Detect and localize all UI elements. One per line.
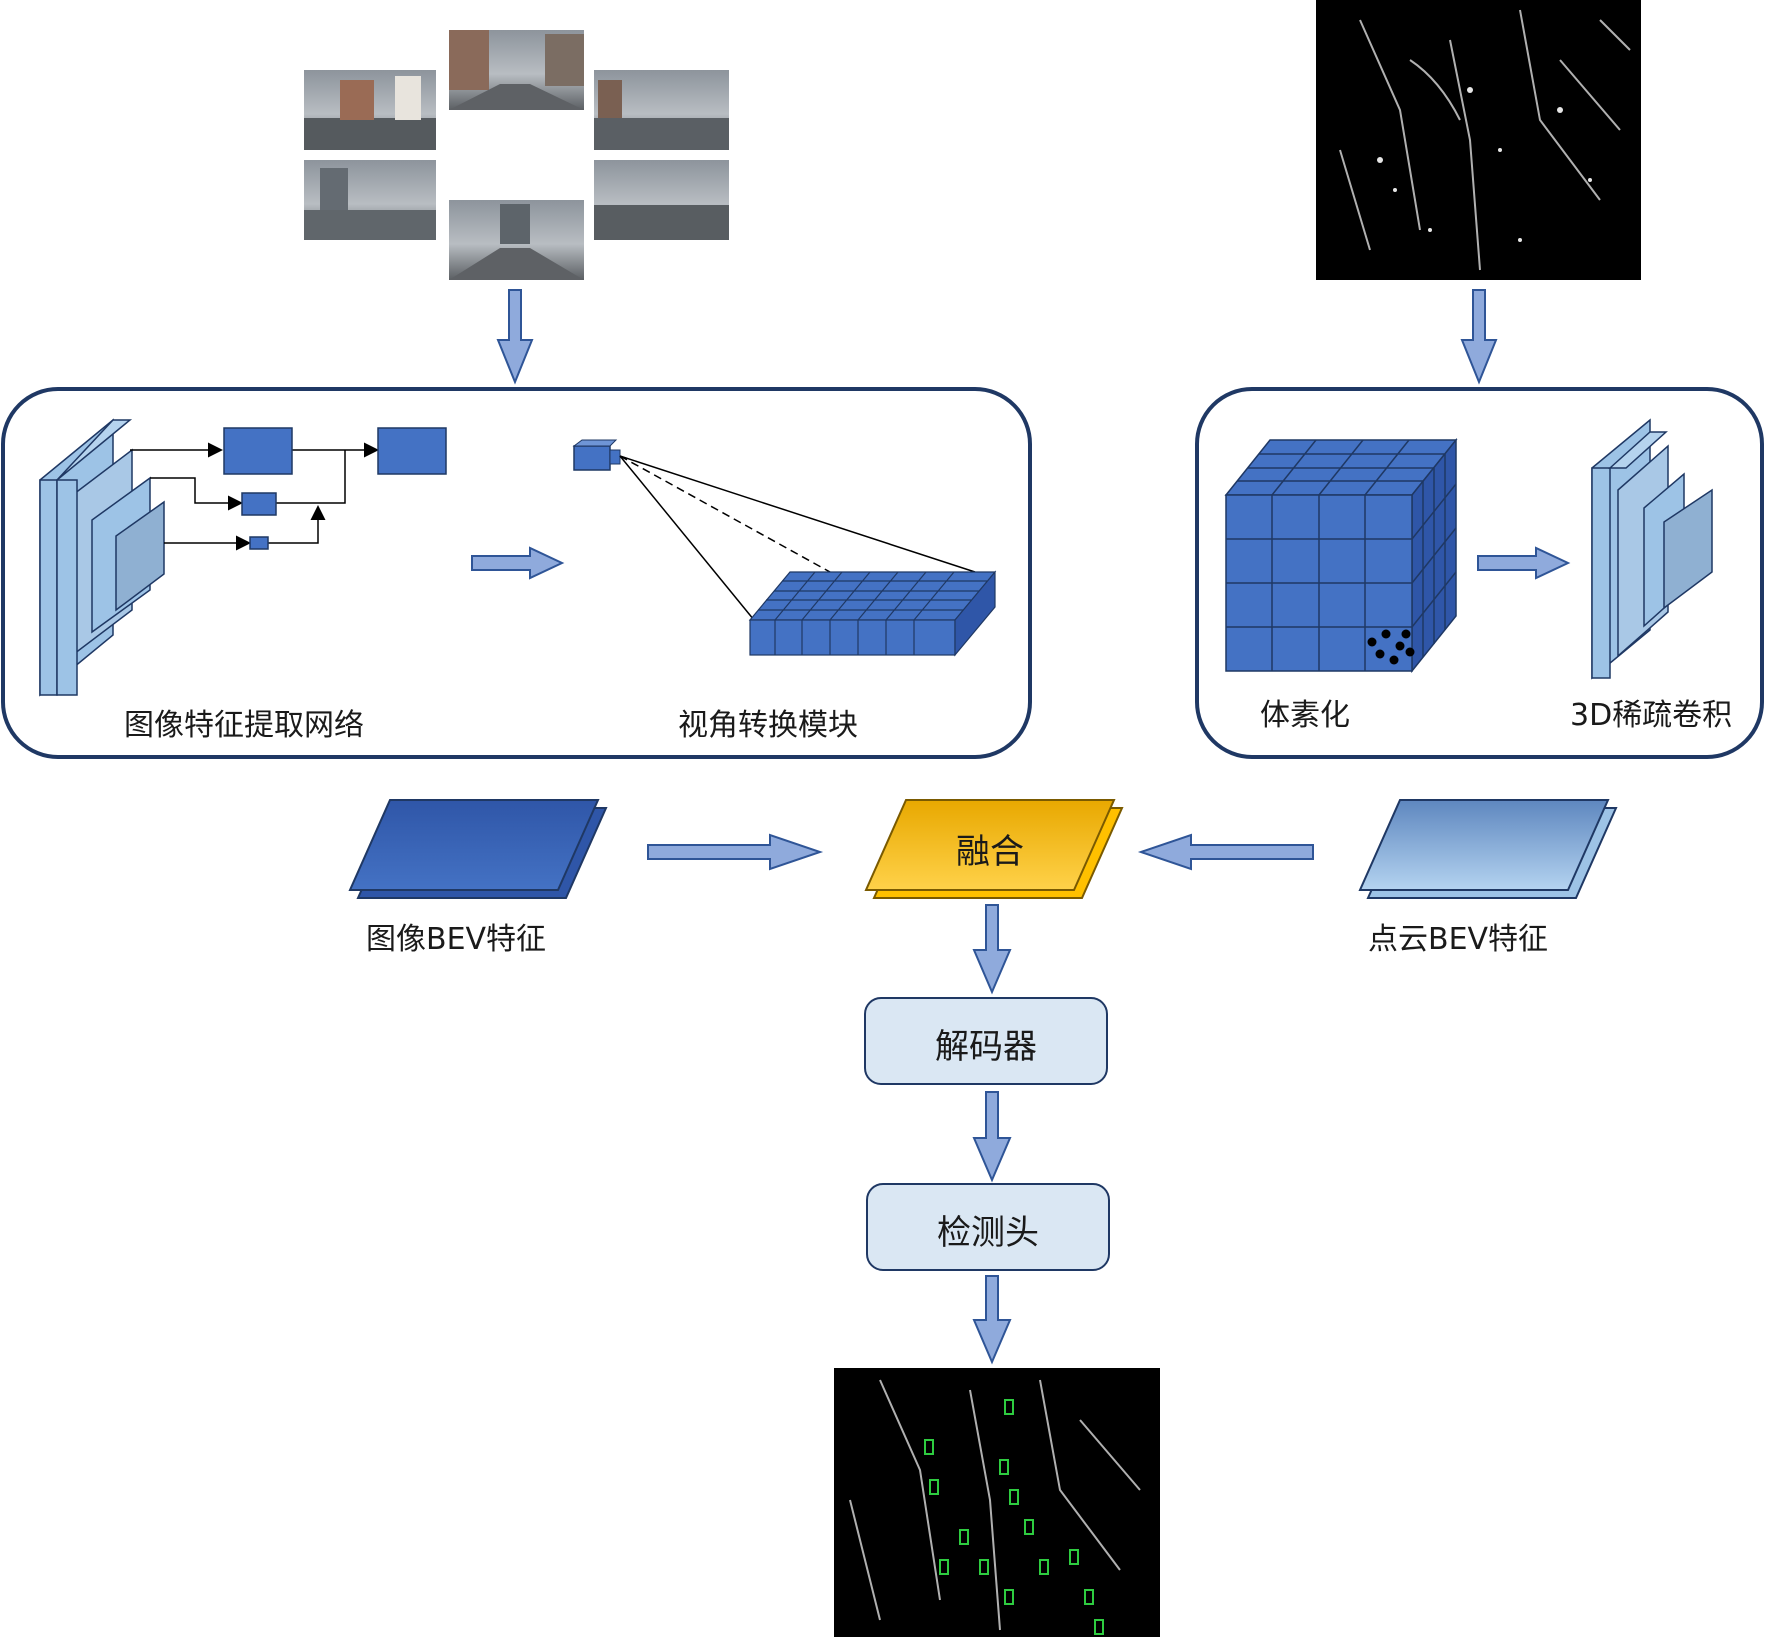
fpn-block-medium — [241, 492, 277, 516]
arrow-decoder-to-head — [972, 1091, 1012, 1183]
camera-images — [304, 30, 729, 280]
fusion-feature — [864, 799, 1124, 899]
arrow-voxel-to-sparse — [1477, 546, 1571, 580]
fpn-block-small — [249, 536, 269, 550]
image-bev-feature — [348, 799, 608, 899]
voxel-cube — [1224, 437, 1458, 674]
camera-image-front-left — [304, 70, 436, 150]
label-detection-head: 检测头 — [937, 1213, 1039, 1253]
camera-branch-panel — [1, 387, 1032, 759]
detection-output-image — [834, 1368, 1160, 1637]
label-image-bev: 图像BEV特征 — [366, 922, 547, 957]
label-voxelize: 体素化 — [1260, 698, 1350, 733]
detection-head-node — [866, 1183, 1110, 1271]
fpn-block-output — [377, 427, 447, 475]
camera-image-front — [449, 30, 584, 110]
camera-image-back-right — [594, 160, 729, 240]
fpn-connections — [130, 442, 379, 551]
camera-image-back — [449, 200, 584, 280]
arrow-head-to-output — [972, 1275, 1012, 1365]
arrow-feature-to-view — [471, 546, 565, 580]
lidar-point-cloud — [1316, 0, 1641, 280]
label-sparse-conv: 3D稀疏卷积 — [1570, 698, 1733, 733]
label-fusion: 融合 — [956, 832, 1024, 872]
arrow-image-bev-to-fusion — [647, 833, 824, 871]
camera-image-back-left — [304, 160, 436, 240]
arrow-cameras-down — [496, 289, 534, 385]
arrow-fusion-to-decoder — [972, 904, 1012, 995]
fpn-block-large — [223, 427, 293, 475]
decoder-node — [864, 997, 1108, 1085]
arrow-lidar-down — [1460, 289, 1498, 385]
arrow-pointcloud-bev-to-fusion — [1137, 833, 1314, 871]
sparse-conv-blocks — [1591, 418, 1713, 680]
label-decoder: 解码器 — [935, 1027, 1037, 1067]
label-view-transform: 视角转换模块 — [678, 708, 858, 743]
backbone-blocks — [39, 418, 165, 697]
pointcloud-bev-feature — [1358, 799, 1618, 899]
bev-grid — [748, 570, 997, 657]
camera-image-front-right — [594, 70, 729, 150]
label-pointcloud-bev: 点云BEV特征 — [1368, 922, 1549, 957]
label-image-feature-net: 图像特征提取网络 — [124, 708, 364, 743]
